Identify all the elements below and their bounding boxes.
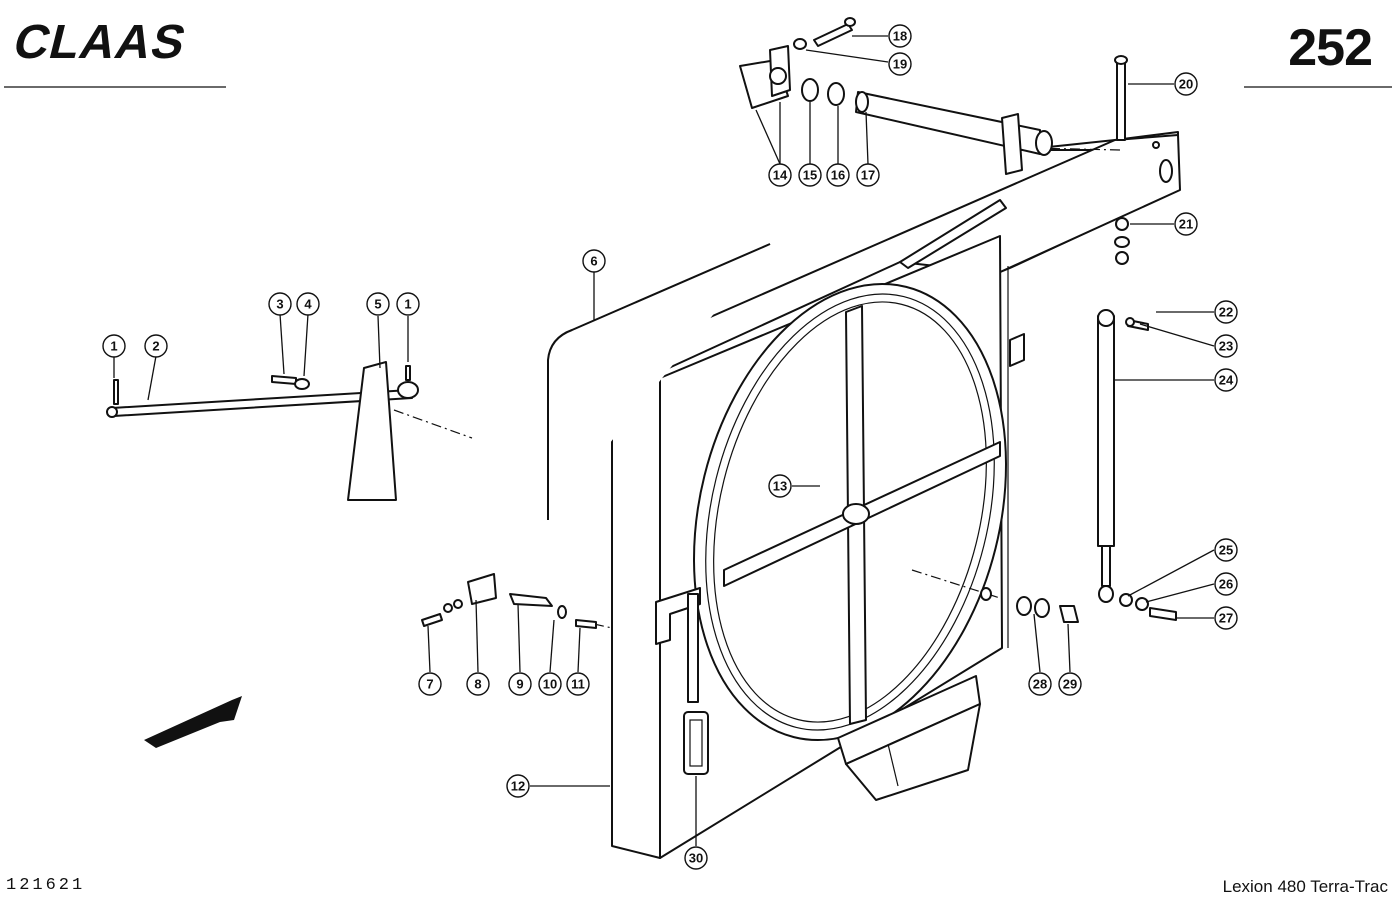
- svg-text:17: 17: [861, 168, 875, 183]
- callout-4[interactable]: 4: [296, 292, 320, 316]
- callout-27[interactable]: 27: [1214, 606, 1238, 630]
- svg-text:14: 14: [773, 168, 788, 183]
- callout-6[interactable]: 6: [582, 249, 606, 273]
- svg-text:10: 10: [543, 677, 557, 692]
- svg-text:CLAAS: CLAAS: [10, 16, 192, 66]
- callout-13[interactable]: 13: [768, 474, 792, 498]
- callout-29[interactable]: 29: [1058, 672, 1082, 696]
- bushings-28-29: [980, 587, 1079, 623]
- callout-26[interactable]: 26: [1214, 572, 1238, 596]
- callout-9[interactable]: 9: [508, 672, 532, 696]
- callout-25[interactable]: 25: [1214, 538, 1238, 562]
- seal-strip: [547, 243, 771, 520]
- svg-text:3: 3: [276, 297, 283, 312]
- callout-11[interactable]: 11: [566, 672, 590, 696]
- svg-text:1: 1: [404, 297, 411, 312]
- callout-17[interactable]: 17: [856, 163, 880, 187]
- model-name: Lexion 480 Terra-Trac: [1222, 877, 1388, 896]
- svg-text:24: 24: [1219, 373, 1234, 388]
- callout-12[interactable]: 12: [506, 774, 530, 798]
- svg-text:2: 2: [152, 339, 159, 354]
- svg-text:4: 4: [304, 297, 312, 312]
- callout-22[interactable]: 22: [1214, 300, 1238, 324]
- svg-text:28: 28: [1033, 677, 1047, 692]
- callout-1a[interactable]: 1: [102, 334, 126, 358]
- svg-text:29: 29: [1063, 677, 1077, 692]
- svg-text:13: 13: [773, 479, 787, 494]
- callout-24[interactable]: 24: [1214, 368, 1238, 392]
- support-rod-assembly: [106, 361, 419, 501]
- direction-arrow: [144, 696, 242, 748]
- callout-18[interactable]: 18: [888, 24, 912, 48]
- svg-text:26: 26: [1219, 577, 1233, 592]
- callout-10[interactable]: 10: [538, 672, 562, 696]
- callout-21[interactable]: 21: [1174, 212, 1198, 236]
- callout-19[interactable]: 19: [888, 52, 912, 76]
- handle-30: [683, 711, 709, 775]
- page-number: 252: [1288, 19, 1373, 77]
- callout-15[interactable]: 15: [798, 163, 822, 187]
- callout-7[interactable]: 7: [418, 672, 442, 696]
- callout-14[interactable]: 14: [768, 163, 792, 187]
- callout-30[interactable]: 30: [684, 846, 708, 870]
- svg-text:5: 5: [374, 297, 381, 312]
- callout-2[interactable]: 2: [144, 334, 168, 358]
- hinge-shaft-assembly: [739, 45, 1053, 175]
- gas-strut: [1097, 309, 1177, 621]
- nut-stack-21: [1114, 217, 1130, 265]
- svg-text:22: 22: [1219, 305, 1233, 320]
- svg-text:21: 21: [1179, 217, 1193, 232]
- svg-text:12: 12: [511, 779, 525, 794]
- washer-19: [793, 38, 807, 50]
- callout-3[interactable]: 3: [268, 292, 292, 316]
- claas-logo: CLAAS: [8, 14, 230, 71]
- svg-text:6: 6: [590, 254, 597, 269]
- svg-text:7: 7: [426, 677, 433, 692]
- bolt-18: [813, 17, 856, 47]
- leader-lines: [113, 35, 1215, 846]
- callout-1b[interactable]: 1: [396, 292, 420, 316]
- svg-text:25: 25: [1219, 543, 1233, 558]
- bolt-20: [1114, 55, 1128, 141]
- svg-text:27: 27: [1219, 611, 1233, 626]
- svg-text:18: 18: [893, 29, 907, 44]
- callout-16[interactable]: 16: [826, 163, 850, 187]
- drawing-number: 121621: [6, 876, 86, 895]
- svg-text:23: 23: [1219, 339, 1233, 354]
- svg-text:19: 19: [893, 57, 907, 72]
- svg-text:15: 15: [803, 168, 817, 183]
- svg-text:9: 9: [516, 677, 523, 692]
- fasteners-7-11: [421, 573, 597, 629]
- callout-23[interactable]: 23: [1214, 334, 1238, 358]
- svg-text:1: 1: [110, 339, 117, 354]
- svg-text:20: 20: [1179, 77, 1193, 92]
- svg-text:16: 16: [831, 168, 845, 183]
- radiator-frame: [393, 131, 1181, 859]
- svg-text:8: 8: [474, 677, 481, 692]
- svg-text:11: 11: [571, 677, 585, 692]
- callout-20[interactable]: 20: [1174, 72, 1198, 96]
- callout-28[interactable]: 28: [1028, 672, 1052, 696]
- svg-text:30: 30: [689, 851, 703, 866]
- callout-5[interactable]: 5: [366, 292, 390, 316]
- callout-8[interactable]: 8: [466, 672, 490, 696]
